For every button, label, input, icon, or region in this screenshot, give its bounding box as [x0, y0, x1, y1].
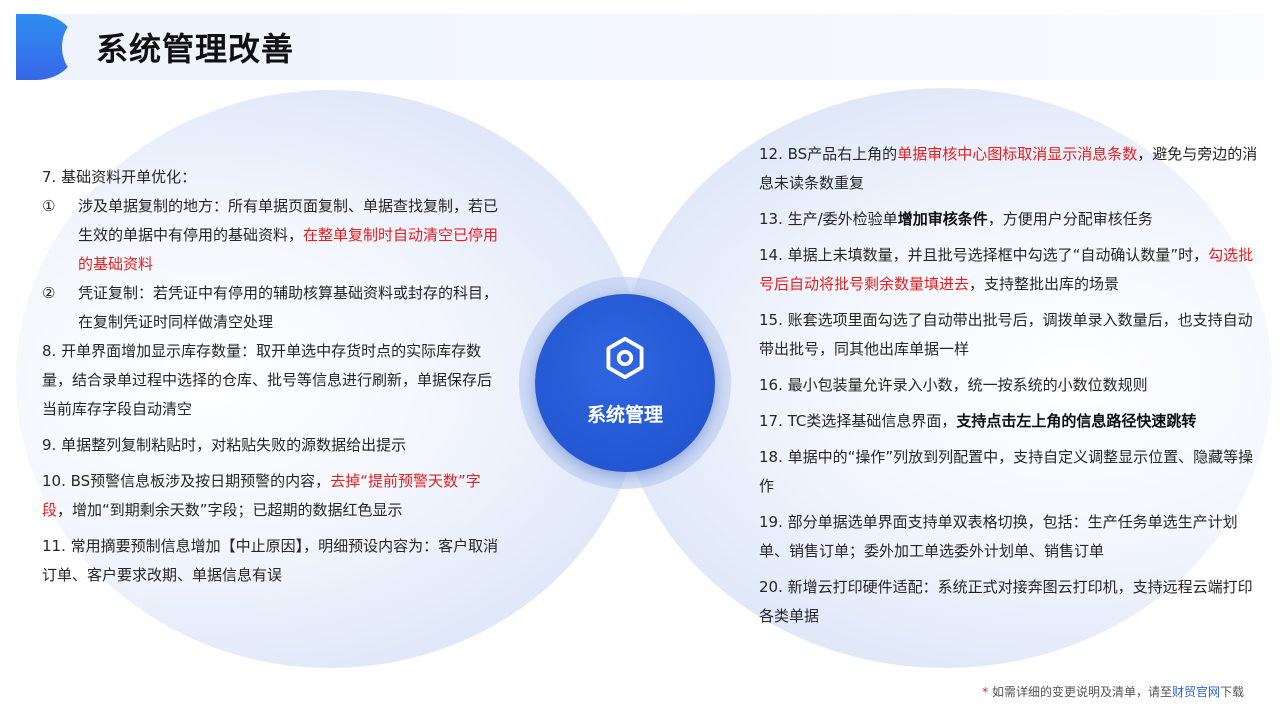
title-bar	[16, 14, 1264, 80]
right-item-list: 12. BS产品右上角的单据审核中心图标取消显示消息条数，避免与旁边的消息未读条…	[759, 140, 1259, 638]
list-item-body: 涉及单据复制的地方：所有单据页面复制、单据查找复制，若已生效的单据中有停用的基础…	[78, 192, 502, 279]
left-item-list: 7. 基础资料开单优化： ① 涉及单据复制的地方：所有单据页面复制、单据查找复制，若…	[42, 163, 502, 597]
list-item-9: 9. 单据整列复制粘贴时，对粘贴失败的源数据给出提示	[42, 431, 502, 460]
item-text: 涉及单据复制的地方：所有单据页面复制、单据查找复制，若已生效的单据中有停用的基础…	[78, 197, 499, 244]
footnote-text: 如需详细的变更说明及清单，请至	[988, 685, 1172, 699]
list-item-marker: ②	[42, 284, 56, 302]
item-text: 10. BS预警信息板涉及按日期预警的内容，	[42, 472, 331, 490]
item-text: 20. 新增云打印硬件适配：系统正式对接奔图云打印机，支持远程云端打印各类单据	[759, 578, 1253, 625]
highlight-text: 在整单复制时自动清空已停用的基础资料	[78, 226, 499, 273]
list-item-13: 13. 生产/委外检验单增加审核条件，方便用户分配审核任务	[759, 205, 1259, 234]
list-item-7-2: ② 凭证复制：若凭证中有停用的辅助核算基础资料或封存的科目，在复制凭证时同样做清空…	[42, 279, 502, 337]
item-text: 17. TC类选择基础信息界面，	[759, 412, 957, 430]
item-text: 14. 单据上未填数量，并且批号选择框中勾选了“自动确认数量”时，	[759, 246, 1209, 264]
footnote-star: *	[982, 685, 989, 699]
list-item-19: 19. 部分单据选单界面支持单双表格切换，包括：生产任务单选生产计划单、销售订单…	[759, 508, 1259, 566]
list-item-marker: ①	[42, 197, 56, 215]
list-item-7: 7. 基础资料开单优化：	[42, 163, 502, 192]
list-item-14: 14. 单据上未填数量，并且批号选择框中勾选了“自动确认数量”时，勾选批号后自动…	[759, 241, 1259, 299]
list-item-20: 20. 新增云打印硬件适配：系统正式对接奔图云打印机，支持远程云端打印各类单据	[759, 573, 1259, 631]
list-item-12: 12. BS产品右上角的单据审核中心图标取消显示消息条数，避免与旁边的消息未读条…	[759, 140, 1259, 198]
gear-icon	[606, 336, 644, 380]
list-item-18: 18. 单据中的“操作”列放到列配置中，支持自定义调整显示位置、隐藏等操作	[759, 443, 1259, 501]
official-site-link[interactable]: 财贸官网	[1171, 685, 1220, 699]
item-text: 15. 账套选项里面勾选了自动带出批号后，调拨单录入数量后，也支持自动带出批号，…	[759, 311, 1253, 358]
footnote: * 如需详细的变更说明及清单，请至财贸官网下载	[982, 683, 1244, 700]
footnote-text-end: 下载	[1219, 685, 1244, 699]
highlight-text: 单据审核中心图标取消显示消息条数	[897, 145, 1138, 163]
item-text: 9. 单据整列复制粘贴时，对粘贴失败的源数据给出提示	[42, 436, 407, 454]
highlight-text: 勾选批号后自动将批号剩余数量填进去	[759, 246, 1254, 293]
list-item-15: 15. 账套选项里面勾选了自动带出批号后，调拨单录入数量后，也支持自动带出批号，…	[759, 306, 1259, 364]
list-item-17: 17. TC类选择基础信息界面，支持点击左上角的信息路径快速跳转	[759, 407, 1259, 436]
emphasis-text: 支持点击左上角的信息路径快速跳转	[956, 412, 1197, 430]
highlight-text: 去掉“提前预警天数”字段	[42, 472, 481, 519]
emphasis-text: 增加审核条件	[897, 210, 988, 228]
item-text: ，方便用户分配审核任务	[987, 210, 1153, 228]
item-text: 16. 最小包装量允许录入小数，统一按系统的小数位数规则	[759, 376, 1148, 394]
item-text: 8. 开单界面增加显示库存数量：取开单选中存货时点的实际库存数量，结合录单过程中…	[42, 342, 493, 418]
item-text: ，避免与旁边的消息未读条数重复	[759, 145, 1258, 192]
list-item-10: 10. BS预警信息板涉及按日期预警的内容，去掉“提前预警天数”字段，增加“到期…	[42, 467, 502, 525]
list-item-11: 11. 常用摘要预制信息增加【中止原因】，明细预设内容为：客户取消订单、客户要求…	[42, 532, 502, 590]
item-text: 11. 常用摘要预制信息增加【中止原因】，明细预设内容为：客户取消订单、客户要求…	[42, 537, 499, 584]
item-text: 7. 基础资料开单优化：	[42, 168, 197, 186]
item-text: 凭证复制：若凭证中有停用的辅助核算基础资料或封存的科目，在复制凭证时同样做清空处…	[78, 284, 499, 331]
list-item-7-1: ① 涉及单据复制的地方：所有单据页面复制、单据查找复制，若已生效的单据中有停用的基…	[42, 192, 502, 279]
item-text: 13. 生产/委外检验单	[759, 210, 898, 228]
item-text: 12. BS产品右上角的	[759, 145, 898, 163]
item-text: ，支持整批出库的场景	[969, 275, 1120, 293]
list-item-8: 8. 开单界面增加显示库存数量：取开单选中存货时点的实际库存数量，结合录单过程中…	[42, 337, 502, 424]
page-title: 系统管理改善	[96, 30, 295, 68]
hub-label: 系统管理	[586, 404, 663, 426]
item-text: 19. 部分单据选单界面支持单双表格切换，包括：生产任务单选生产计划单、销售订单…	[759, 513, 1238, 560]
hub-circle	[535, 294, 715, 472]
list-item-16: 16. 最小包装量允许录入小数，统一按系统的小数位数规则	[759, 371, 1259, 400]
list-item-body: 凭证复制：若凭证中有停用的辅助核算基础资料或封存的科目，在复制凭证时同样做清空处…	[78, 279, 502, 337]
item-text: 18. 单据中的“操作”列放到列配置中，支持自定义调整显示位置、隐藏等操作	[759, 448, 1254, 495]
item-text: ，增加“到期剩余天数”字段；已超期的数据红色显示	[57, 501, 403, 519]
